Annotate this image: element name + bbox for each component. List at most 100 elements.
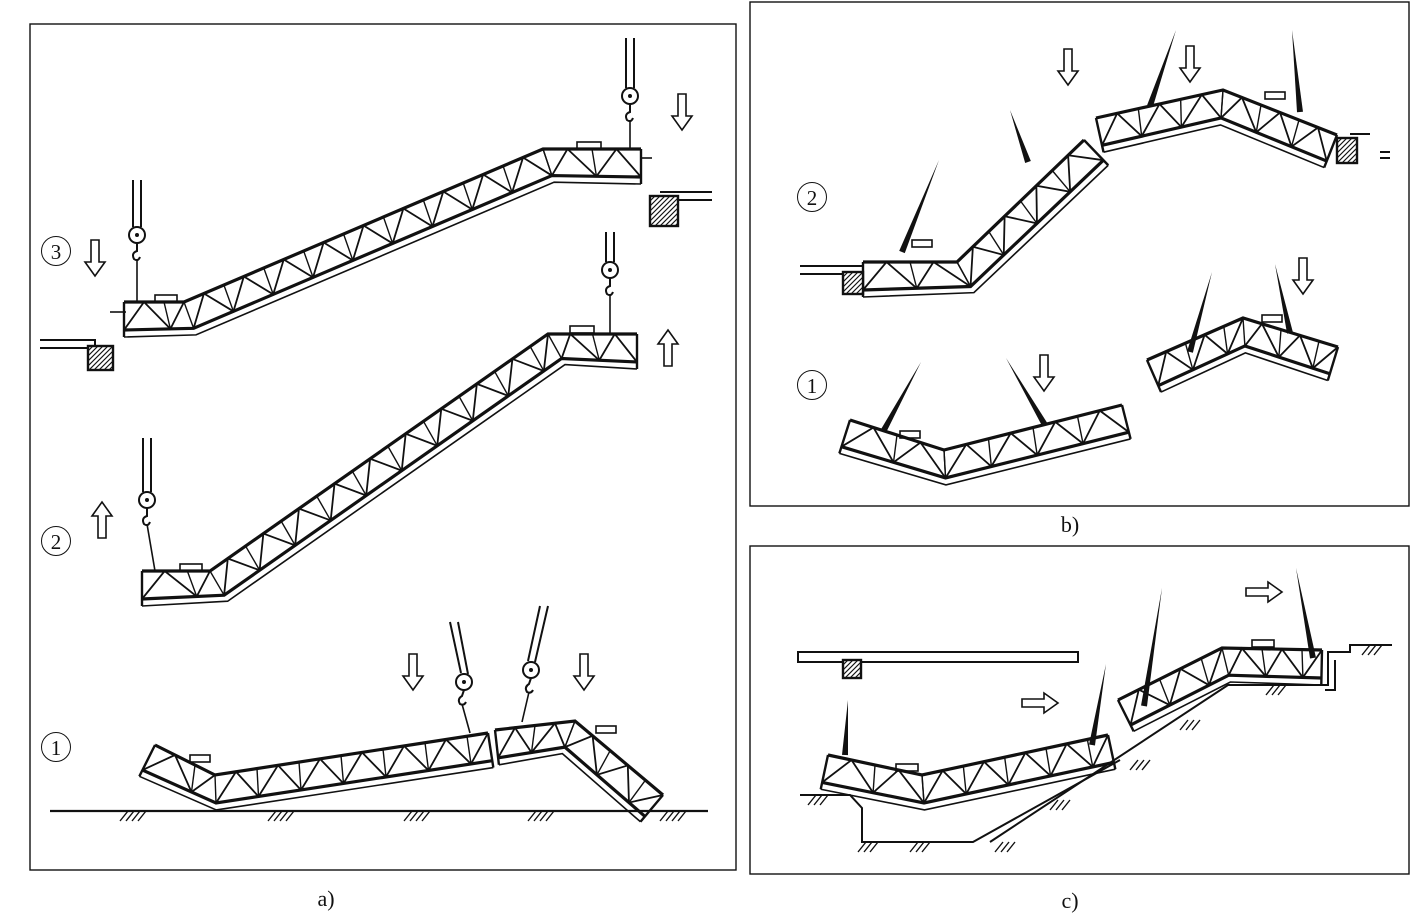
landing-a3-lower [40,339,96,352]
truss-top-chord [827,733,1109,777]
crane-hook-a2-left [138,438,156,572]
drive-unit-a2-right [569,325,595,334]
truss-vertical [1019,200,1038,224]
truss-vertical [591,148,598,177]
truss-top-chord [142,332,637,573]
ground-hatch-c-1 [857,841,879,853]
arrow-down-a3-left [83,239,107,278]
truss-vertical [821,754,829,783]
truss-c-right [1116,646,1324,733]
guy-pole-b2-1 [899,160,939,254]
landing-c-upper-block [841,658,863,680]
drive-unit-a1-left [189,754,211,763]
landing-b2-left-block [841,270,865,296]
truss-web [1101,93,1222,146]
truss-vertical [183,301,195,329]
truss-skirt [1103,124,1325,169]
arrow-up-a2-right [656,328,680,367]
truss-vertical [1179,99,1183,128]
truss-web [192,156,553,329]
truss-vertical [223,284,235,312]
panel-frame-b [749,1,1410,507]
truss-web [551,147,642,178]
truss-vertical [1255,104,1262,133]
pit-c-floor [800,759,1121,843]
guy-pole-b2-2 [1010,110,1031,163]
truss-skirt [862,164,1109,298]
truss-vertical [1223,326,1229,354]
ground-hatch-c-0 [807,794,829,806]
crane-hook-a3-left [128,180,146,302]
truss-skirt [141,363,638,607]
truss-vertical [564,720,576,748]
truss-vertical [1242,317,1246,346]
truss-vertical [909,261,918,289]
truss-vertical [1095,117,1103,146]
truss-vertical [458,396,474,422]
truss-vertical [596,750,611,776]
truss-vertical [186,570,198,597]
landing-a3-upper-block [648,194,680,228]
pit-c-slope [989,644,1392,843]
arrow-down-b1-right [1291,257,1315,296]
drive-unit-c-left [895,763,919,772]
ground-hatch-a-2 [403,810,431,822]
truss-vertical [214,774,217,804]
lift-cable [521,691,530,723]
truss-skirt [1133,681,1322,733]
panel-frame-c [749,545,1410,875]
drive-unit-c-right [1251,639,1275,648]
truss-bottom-chord [1157,344,1331,388]
crane-hook-a3-right [621,38,639,149]
truss-vertical [351,470,367,496]
truss-vertical [209,570,225,596]
truss-vertical [244,545,261,571]
truss-web [1220,95,1328,162]
guy-pole-c-4 [1296,568,1316,659]
truss-vertical [422,199,434,227]
ground-hatch-c-3 [994,841,1016,853]
truss-vertical [892,434,898,463]
truss-c-left [819,733,1117,811]
truss-vertical [1220,89,1224,118]
truss-vertical [1290,119,1300,147]
landing-c-upper-slab [797,651,1079,663]
truss-end [639,794,664,823]
truss-web [564,734,664,804]
truss-vertical [382,749,387,778]
guy-pole-b1-1 [881,362,921,432]
truss-skirt [839,438,1131,486]
truss-vertical [1312,341,1320,369]
drive-unit-a2-left [179,563,203,572]
truss-vertical [387,445,403,471]
ground-hatch-a-0 [119,810,147,822]
truss-a3 [122,147,643,338]
lift-cable [146,523,156,572]
truss-vertical [840,419,851,447]
truss-vertical [542,148,553,176]
truss-vertical [1032,427,1038,456]
truss-vertical [591,333,600,361]
truss-bottom-chord [141,356,638,601]
truss-web [1129,647,1223,726]
truss-web [841,426,947,479]
ground-hatch-c-4 [1049,799,1071,811]
truss-a1-left [138,731,495,811]
truss-skirt [1160,352,1329,393]
crane-hooks [128,38,639,734]
truss-web [141,569,211,600]
truss-vertical [1200,658,1210,686]
truss-a2 [140,332,639,607]
panel-a-step-3: 3 [41,236,71,266]
drive-unit-b2-right [1264,91,1286,100]
truss-vertical [494,729,499,758]
truss-vertical [1117,699,1132,726]
truss-web [821,758,925,804]
ground-hatch-c-5 [1129,759,1151,771]
truss-b1-left [838,403,1132,486]
truss-vertical [462,182,473,210]
guy-pole-b1-2 [1006,358,1048,427]
panel-frames [29,1,1410,875]
truss-a1-right [493,719,665,823]
